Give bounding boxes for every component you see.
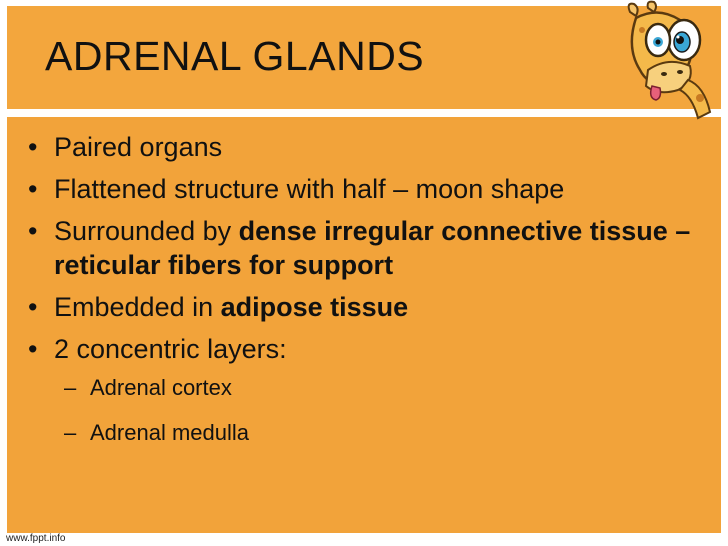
title-band (7, 6, 721, 109)
slide-title: ADRENAL GLANDS (45, 33, 425, 79)
bullet-item: Surrounded by dense irregular connective… (28, 214, 708, 282)
bullet-item: Embedded in adipose tissue (28, 290, 708, 324)
bullet-item: 2 concentric layers: (28, 332, 708, 366)
sub-bullet-item: Adrenal cortex (28, 374, 708, 402)
bullet-item: Paired organs (28, 130, 708, 164)
bullet-item: Flattened structure with half – moon sha… (28, 172, 708, 206)
sub-bullet-item: Adrenal medulla (28, 419, 708, 447)
footer-source: www.fppt.info (6, 533, 66, 544)
bullet-emphasis: adipose tissue (220, 292, 409, 322)
title-divider (7, 109, 721, 117)
bullet-emphasis: dense irregular connective tissue – reti… (54, 216, 691, 280)
giraffe-icon (627, 0, 712, 120)
bullet-list: Paired organs Flattened structure with h… (28, 130, 708, 464)
